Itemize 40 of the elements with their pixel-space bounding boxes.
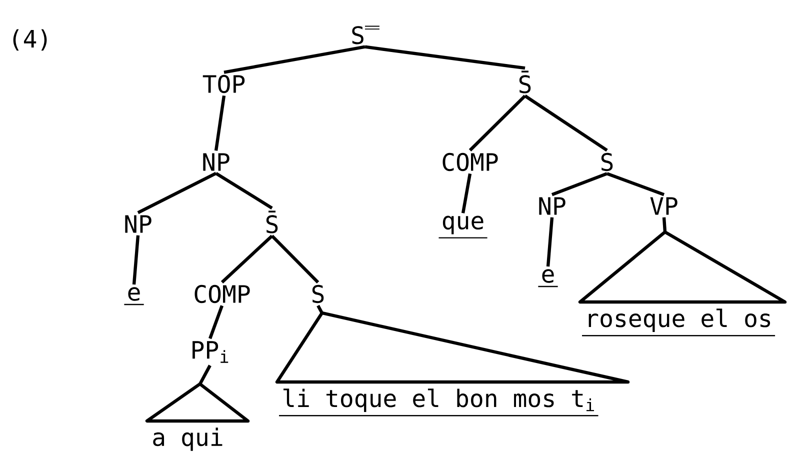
category-label: TOP <box>202 74 245 94</box>
category-label: PP$_{i}$ <box>192 341 228 363</box>
branch-line <box>220 234 274 284</box>
branch-line <box>270 234 320 284</box>
leaf-text: a qui <box>153 428 222 451</box>
branch-line <box>468 94 526 152</box>
branch-line <box>316 304 324 314</box>
branch-line <box>214 95 226 151</box>
branch-line <box>606 172 665 196</box>
category-label: NP <box>203 153 230 171</box>
branch-line <box>224 45 366 74</box>
category-label: S̄ <box>266 210 278 234</box>
branch-line <box>215 172 273 210</box>
branch-line <box>546 217 554 267</box>
branch-line <box>208 305 224 340</box>
branch-line <box>662 217 667 232</box>
branch-line <box>364 45 526 70</box>
category-label: S <box>312 284 324 304</box>
category-label: NP <box>539 197 566 215</box>
branch-line <box>461 173 472 214</box>
branch-line <box>524 94 608 152</box>
category-label: COMP <box>194 284 250 304</box>
branch-line <box>137 172 217 214</box>
triangle <box>145 382 250 423</box>
branch-line <box>551 172 608 196</box>
branch-line <box>132 235 140 285</box>
example-number: (4) <box>13 29 47 51</box>
category-label: S <box>601 152 613 172</box>
category-label: S̿ <box>352 26 380 44</box>
category-label: VP <box>650 197 678 215</box>
category-label: COMP <box>442 152 498 172</box>
category-label: e <box>542 269 554 283</box>
category-label: que <box>442 216 484 234</box>
branch-line <box>198 364 212 385</box>
leaf-text: li toque el bon mos t$_{i}$ <box>284 388 594 412</box>
category-label: e <box>128 287 140 301</box>
category-label: S̄ <box>519 70 531 94</box>
category-label: NP <box>125 215 152 233</box>
triangle <box>578 230 787 304</box>
leaf-text: roseque el os <box>588 308 770 332</box>
